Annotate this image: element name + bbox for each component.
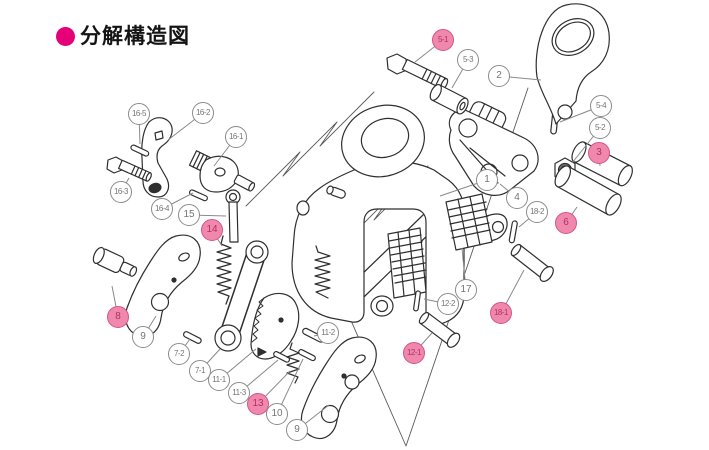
callout-12-2: 12-2	[437, 293, 459, 315]
callout-13: 13	[247, 393, 269, 415]
part-serrated-pad	[445, 193, 508, 251]
part-lever-arm	[214, 240, 269, 352]
callout-16-3: 16-3	[110, 181, 132, 203]
callout-11-2: 11-2	[317, 322, 339, 344]
callout-16-5: 16-5	[128, 103, 150, 125]
part-pin-11-3	[273, 351, 291, 363]
part-pin-7-2	[182, 331, 202, 344]
callout-1: 1	[476, 169, 498, 191]
part-bolt-5-1	[386, 53, 449, 90]
callout-10: 10	[266, 403, 288, 425]
callout-18-2: 18-2	[526, 201, 548, 223]
callout-12-1: 12-1	[403, 342, 425, 364]
part-link-rod	[225, 189, 241, 243]
callout-5-3: 5-3	[457, 49, 479, 71]
part-pin-12-2	[413, 290, 421, 312]
callout-2: 2	[488, 65, 510, 87]
callout-5-2: 5-2	[589, 117, 611, 139]
callout-11-1: 11-1	[208, 369, 230, 391]
callout-9: 9	[286, 419, 308, 441]
callout-7-2: 7-2	[168, 343, 190, 365]
part-pin-18-2	[508, 220, 518, 244]
part-clevis-pin-12-1	[418, 311, 461, 348]
callout-17: 17	[455, 279, 477, 301]
callout-3: 3	[588, 142, 610, 164]
part-hook	[535, 3, 610, 125]
title-bullet-icon	[56, 27, 75, 46]
callout-8: 8	[107, 306, 129, 328]
part-cam-plate-bottom	[300, 336, 377, 440]
callout-16-1: 16-1	[225, 126, 247, 148]
part-roller-6	[554, 165, 622, 216]
part-pin-16-5	[130, 144, 150, 157]
callout-9: 9	[132, 326, 154, 348]
part-spring-14	[216, 235, 232, 305]
callout-15: 15	[178, 204, 200, 226]
callout-11-3: 11-3	[228, 382, 250, 404]
callout-5-4: 5-4	[590, 95, 612, 117]
callout-16-2: 16-2	[192, 102, 214, 124]
page-header: 分解構造図	[56, 26, 190, 47]
part-clevis	[448, 101, 539, 196]
callout-18-1: 18-1	[490, 302, 512, 324]
page-title: 分解構造図	[80, 25, 190, 48]
part-pin-10	[298, 349, 316, 362]
part-bolt-16-3	[106, 156, 152, 182]
callout-14: 14	[201, 219, 223, 241]
callout-16-4: 16-4	[151, 198, 173, 220]
callout-6: 6	[555, 212, 577, 234]
part-spacer-5-3	[429, 84, 469, 115]
part-serrated-cam	[250, 292, 300, 360]
part-body	[291, 104, 465, 327]
part-plug-8	[92, 246, 138, 277]
part-pin-16-4	[188, 189, 208, 202]
part-handle-16-1	[188, 150, 256, 193]
callout-5-1: 5-1	[432, 29, 454, 51]
callout-4: 4	[506, 187, 528, 209]
part-clevis-pin-18-1	[510, 243, 554, 282]
part-cam-plate-left	[124, 234, 201, 338]
part-spring-13	[286, 342, 300, 384]
